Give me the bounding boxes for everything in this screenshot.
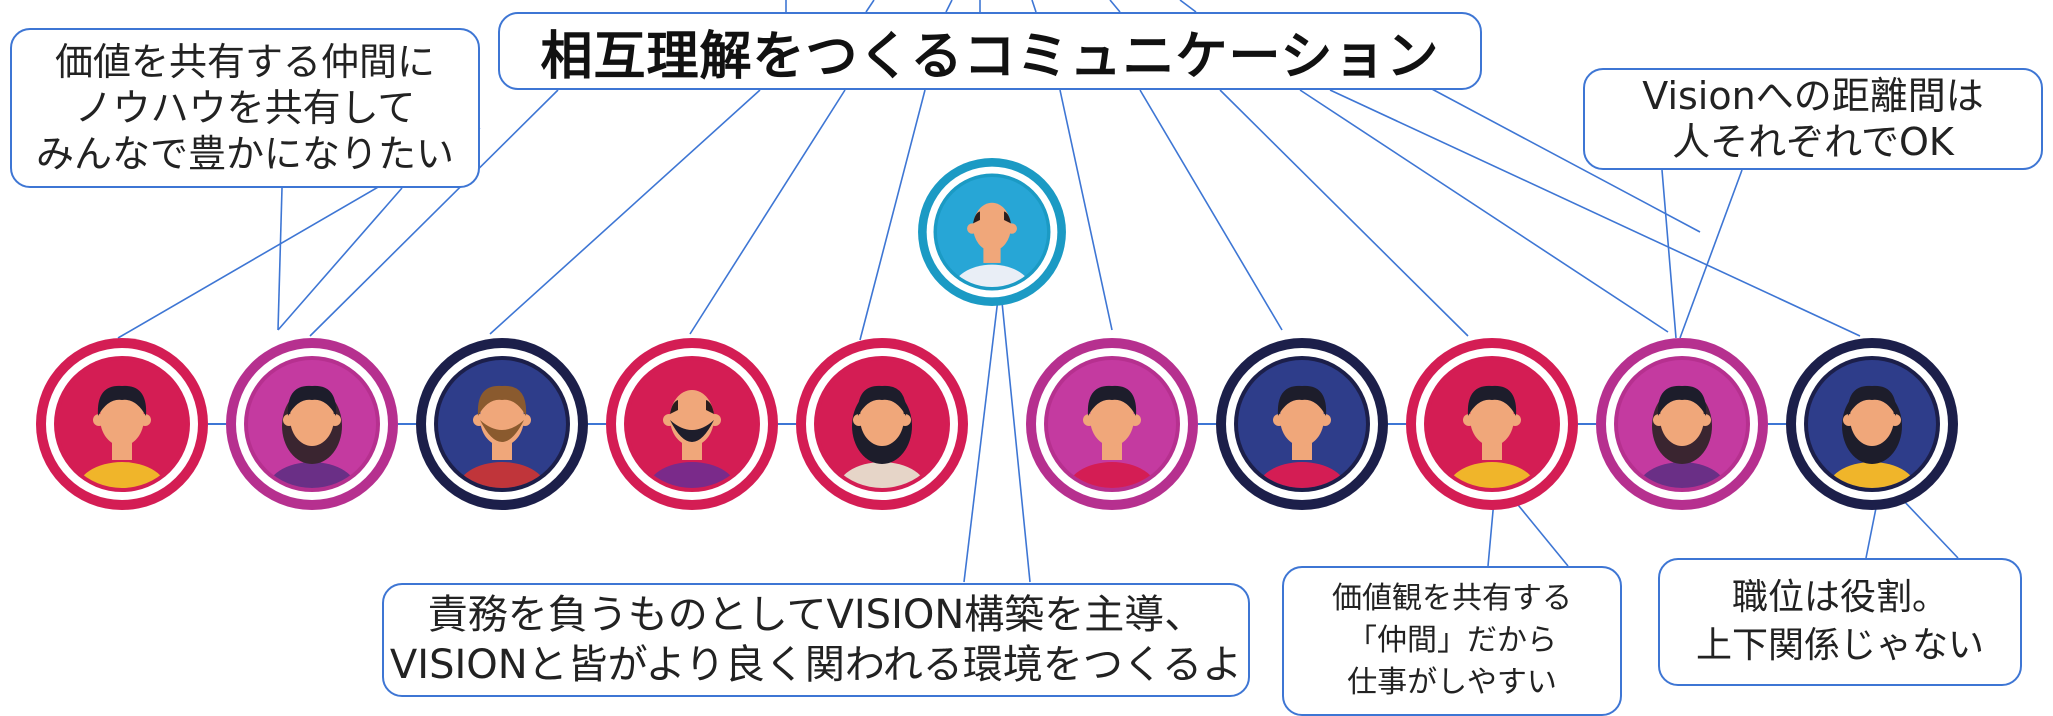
callout-pointer	[1679, 169, 1743, 339]
callout-pointer	[277, 187, 283, 331]
callout-line: 職位は役割。	[1731, 577, 1948, 618]
person-avatar-icon	[1406, 338, 1578, 510]
connector-line	[1139, 89, 1283, 331]
person-avatar-icon	[606, 338, 778, 510]
callout-shared-values: 価値観を共有する 「仲間」だから 仕事がしやすい	[1282, 566, 1622, 716]
person-avatar-icon	[1216, 338, 1388, 510]
connector-line	[1329, 89, 1861, 337]
person-avatar-icon	[1786, 338, 1958, 510]
callout-roles-not-hierarchy: 職位は役割。 上下関係じゃない	[1658, 558, 2022, 686]
person-avatar-icon	[1026, 338, 1198, 510]
callout-line: 上下関係じゃない	[1695, 625, 1984, 666]
callout-line: ノウハウを共有して	[74, 86, 416, 130]
callout-pointer	[963, 281, 1001, 583]
connector-line	[1219, 89, 1469, 337]
connector-line	[945, 0, 953, 13]
connector-line	[865, 0, 875, 13]
people-row	[36, 158, 1958, 510]
person-avatar-icon	[226, 338, 398, 510]
person-avatar-icon	[1596, 338, 1768, 510]
connector-line	[1299, 89, 1669, 333]
callout-line: 「仲間」だから	[1347, 623, 1557, 658]
connector-line	[1059, 89, 1113, 331]
callout-line: 価値を共有する仲間に	[54, 40, 435, 84]
callout-line: 責務を負うものとしてVISION構築を主導、	[427, 592, 1205, 638]
callout-share-knowhow: 価値を共有する仲間に ノウハウを共有して みんなで豊かになりたい	[10, 28, 480, 188]
connector-lines	[117, 0, 1959, 583]
connector-line	[1031, 0, 1037, 13]
callout-line: みんなで豊かになりたい	[35, 132, 454, 176]
person-avatar-icon	[796, 338, 968, 510]
connector-line	[489, 89, 761, 335]
connector-line	[309, 89, 559, 337]
connector-line	[1429, 87, 1701, 233]
person-avatar-icon	[918, 158, 1066, 306]
person-avatar-icon	[416, 338, 588, 510]
callout-vision-distance: Visionへの距離間は 人それぞれでOK	[1583, 68, 2043, 170]
callout-line: 価値観を共有する	[1332, 581, 1572, 616]
communication-diagram	[36, 0, 1959, 583]
callout-leader-role: 責務を負うものとしてVISION構築を主導、 VISIONと皆がより良く関われる…	[382, 583, 1250, 697]
title-text: 相互理解をつくるコミュニケーション	[540, 26, 1440, 87]
connector-line	[689, 89, 846, 335]
callout-pointer	[1661, 169, 1677, 339]
diagram-title: 相互理解をつくるコミュニケーション	[498, 12, 1482, 90]
callout-line: 仕事がしやすい	[1347, 665, 1557, 700]
connector-line	[859, 89, 926, 341]
callout-pointer	[999, 281, 1031, 583]
callout-line: Visionへの距離間は	[1642, 74, 1984, 118]
connector-line	[1179, 0, 1197, 13]
person-avatar-icon	[36, 338, 208, 510]
callout-line: 人それぞれでOK	[1672, 120, 1954, 164]
callout-pointer	[277, 187, 403, 331]
connector-line	[1109, 0, 1121, 13]
callout-line: VISIONと皆がより良く関われる環境をつくるよ	[389, 642, 1243, 688]
